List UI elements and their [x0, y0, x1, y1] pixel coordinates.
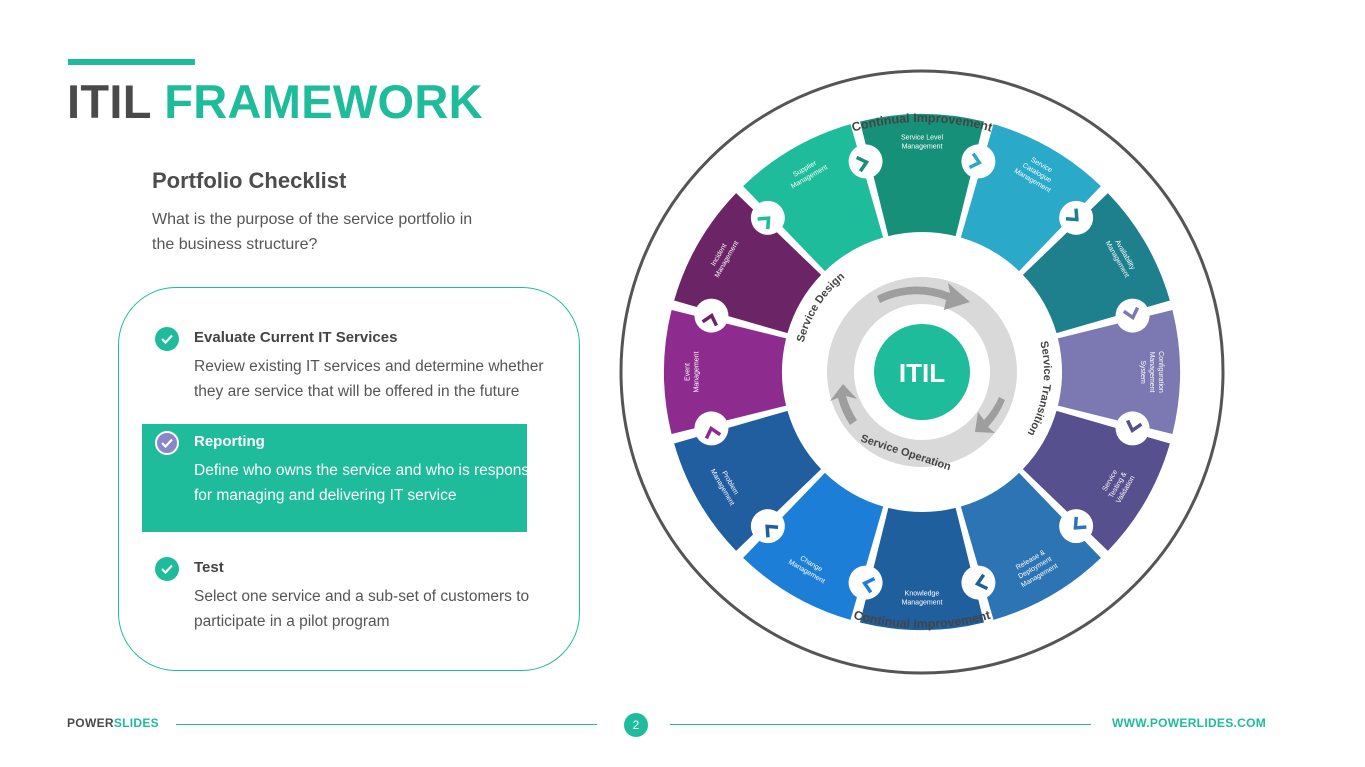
- chevron-icon: [701, 313, 719, 327]
- segment-service-testing-validation[interactable]: [1022, 410, 1170, 551]
- segment-configuration-management-system[interactable]: [1057, 310, 1180, 434]
- segment-service-level-management[interactable]: [860, 114, 984, 237]
- segment-problem-management[interactable]: [674, 410, 822, 551]
- chat-icon: ✉: [975, 263, 987, 279]
- mail-icon: ✉: [916, 483, 928, 499]
- chevron-icon: [855, 155, 870, 173]
- chevron-icon: [1073, 516, 1087, 530]
- cycle-arrow-design: [877, 283, 970, 310]
- cloud-icon: ☁: [1017, 306, 1031, 322]
- active-item-highlight: [142, 424, 527, 532]
- checklist-item-heading: Reporting: [194, 433, 265, 450]
- footer-divider-left: [176, 724, 597, 725]
- chevron-icon: [704, 425, 722, 440]
- briefcase-icon: ▣: [797, 365, 810, 381]
- itil-center: [874, 324, 970, 420]
- footer-url[interactable]: WWW.POWERLIDES.COM: [1112, 716, 1267, 730]
- segment-event-management[interactable]: [664, 310, 787, 434]
- cycle-arrow-operation: [830, 384, 857, 425]
- brand-part-2: SLIDES: [113, 716, 159, 730]
- checklist-card: [118, 287, 580, 671]
- chevron-icon: [1065, 208, 1079, 222]
- brand-part-1: POWER: [67, 716, 114, 730]
- segment-label: ConfigurationManagementSystem: [1139, 351, 1164, 393]
- title-accent-bar: [68, 59, 195, 65]
- title-part-1: ITIL: [67, 75, 151, 128]
- page-title: ITIL FRAMEWORK: [67, 74, 483, 129]
- chevron-icon: [1125, 419, 1143, 433]
- chevron-icon: [757, 216, 771, 230]
- chevron-icon: [974, 573, 989, 591]
- section-subtitle: Portfolio Checklist: [152, 168, 347, 193]
- segment-knowledge-management[interactable]: [860, 507, 984, 630]
- gear-icon: ⚙: [857, 467, 870, 483]
- map-pin-icon: ◉: [975, 467, 987, 483]
- chevron-icon: [765, 524, 779, 538]
- chevron-icon: [862, 576, 876, 594]
- user-icon: ☺: [915, 247, 930, 263]
- segment-badges-group: [694, 144, 1150, 600]
- checklist-item-body: Review existing IT services and determin…: [194, 358, 544, 400]
- segment-release-deployment-management[interactable]: [960, 472, 1101, 620]
- clock-icon: ◷: [814, 424, 826, 440]
- checklist-item-body: Define who owns the service and who is r…: [194, 462, 554, 504]
- check-icon: [155, 557, 179, 581]
- itil-wheel-diagram: ☺✉☁☎⌂◉✉⚙◷▣▭◎ ITIL Service Design Service…: [619, 69, 1225, 675]
- page-number: 2: [624, 713, 648, 737]
- checklist-item-heading: Evaluate Current IT Services: [194, 329, 398, 346]
- center-label: ITIL: [899, 358, 945, 388]
- segments-group: [664, 114, 1180, 630]
- monitor-icon: ▭: [813, 306, 826, 322]
- globe-icon: ◎: [857, 263, 869, 279]
- segment-incident-management[interactable]: [674, 193, 822, 334]
- checklist-item-heading: Test: [194, 559, 224, 576]
- segment-service-catalogue-management[interactable]: [960, 124, 1101, 272]
- chevron-icon: [1122, 306, 1140, 321]
- segment-availability-management[interactable]: [1022, 193, 1170, 334]
- cycle-arrow-transition: [975, 397, 1005, 433]
- checklist-item-body: Select one service and a sub-set of cust…: [194, 588, 530, 630]
- check-icon: [155, 327, 179, 351]
- segment-supplier-management[interactable]: [743, 124, 884, 272]
- segment-change-management[interactable]: [743, 472, 884, 620]
- inner-icons-group: ☺ ✉ ☁ ☎ ⌂ ◉ ✉ ⚙ ◷ ▣ ▭ ◎: [797, 247, 1048, 499]
- section-question: What is the purpose of the service portf…: [152, 211, 473, 253]
- title-part-2: FRAMEWORK: [164, 75, 483, 128]
- footer-divider-right: [670, 724, 1091, 725]
- phone-icon: ☎: [1031, 365, 1048, 381]
- home-icon: ⌂: [1020, 424, 1029, 440]
- footer-brand: POWERSLIDES: [67, 716, 159, 730]
- check-icon: [155, 431, 179, 455]
- chevron-icon: [968, 152, 982, 170]
